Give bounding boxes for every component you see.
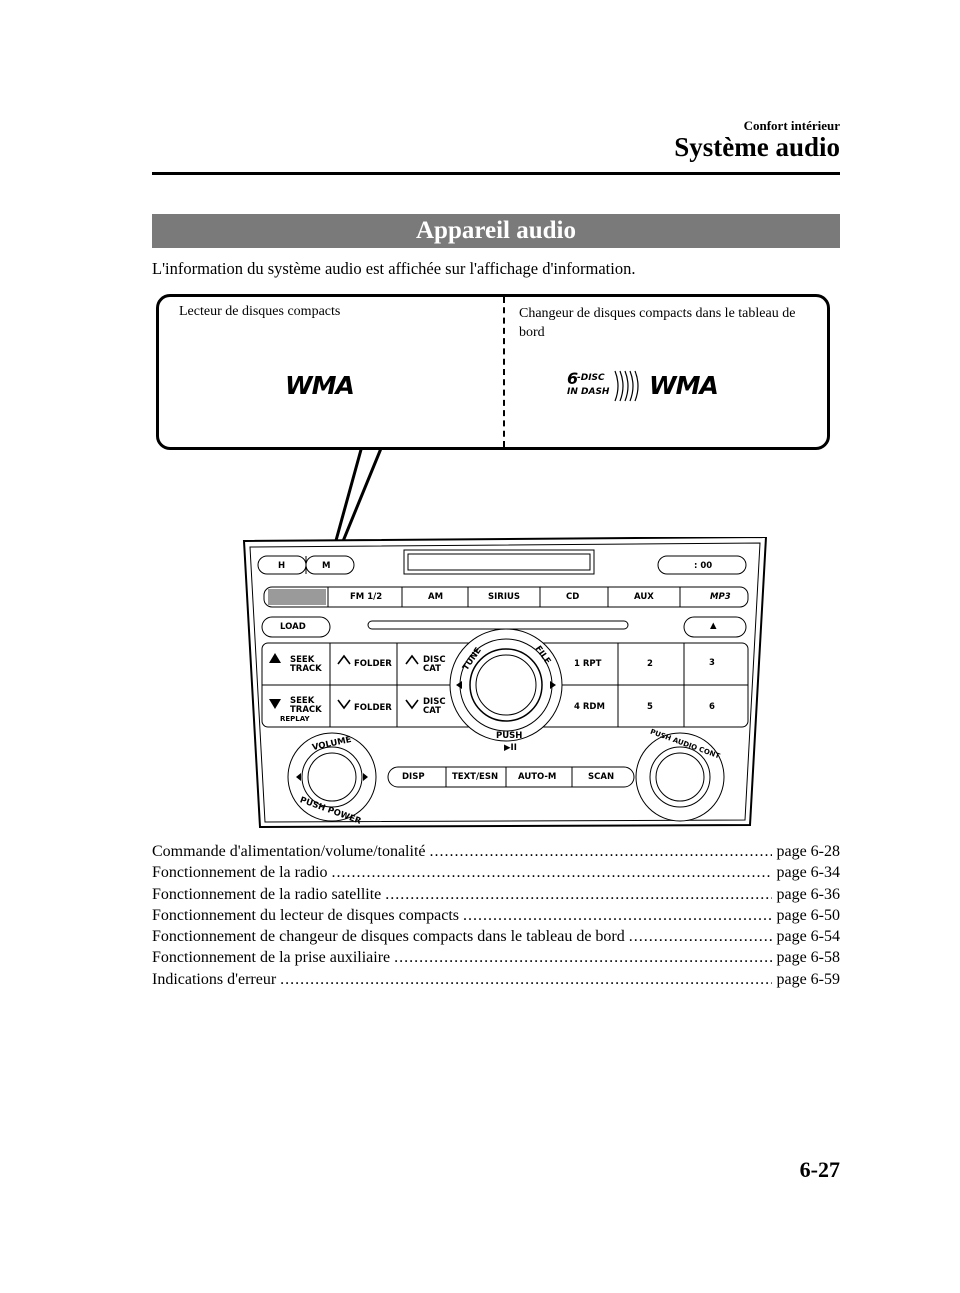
- list-item-page: page 6-50: [776, 906, 840, 924]
- disc-cat-down-button[interactable]: DISC CAT: [423, 697, 446, 716]
- push-label: PUSH: [496, 731, 523, 741]
- in-dash-text: IN DASH: [567, 387, 610, 397]
- replay-label: REPLAY: [280, 715, 310, 723]
- band-sirius-button[interactable]: SIRIUS: [488, 592, 521, 602]
- preset-1-button[interactable]: 1 RPT: [574, 659, 602, 669]
- disc-stack-icon: [614, 370, 639, 402]
- list-item-page: page 6-28: [776, 843, 840, 860]
- leader-dots: [394, 949, 772, 967]
- list-item-page: page 6-54: [776, 928, 840, 946]
- mp3-logo-icon: MP3: [710, 592, 731, 602]
- eject-button[interactable]: ▲: [710, 621, 717, 631]
- clock-hour-button[interactable]: H: [278, 561, 286, 571]
- list-item-label: Fonctionnement de la prise auxiliaire: [152, 949, 391, 967]
- chapter-subtitle: Confort intérieur: [743, 118, 840, 133]
- folder-down-button[interactable]: FOLDER: [354, 703, 392, 713]
- header-rule: [152, 172, 840, 175]
- list-item: Fonctionnement de la radio satellite pag…: [152, 886, 840, 907]
- preset-2-button[interactable]: 2: [647, 659, 653, 669]
- auto-m-button[interactable]: AUTO-M: [518, 772, 557, 782]
- list-item-page: page 6-34: [776, 864, 840, 882]
- audio-unit-drawing: [242, 537, 768, 829]
- list-item-label: Fonctionnement du lecteur de disques com…: [152, 906, 460, 924]
- list-item-page: page 6-58: [776, 949, 840, 967]
- list-item: Fonctionnement de la radio page 6-34: [152, 864, 840, 885]
- disc-count: 6: [567, 369, 579, 388]
- display-callout: Lecteur de disques compacts Changeur de …: [156, 294, 830, 450]
- play-pause-icon: ▶II: [504, 743, 517, 753]
- section-title: Appareil audio: [152, 214, 840, 248]
- leader-dots: [629, 928, 773, 946]
- preset-5-button[interactable]: 5: [647, 702, 653, 712]
- audio-control-knob[interactable]: [650, 747, 710, 807]
- chapter-title: Système audio: [674, 132, 840, 162]
- band-fm-button[interactable]: FM 1/2: [350, 592, 383, 602]
- list-item: Fonctionnement de changeur de disques co…: [152, 928, 840, 949]
- list-item-page: page 6-59: [776, 970, 840, 988]
- band-aux-button[interactable]: AUX: [634, 592, 654, 602]
- list-item-label: Fonctionnement de changeur de disques co…: [152, 928, 625, 946]
- scan-button[interactable]: SCAN: [588, 772, 615, 782]
- text-esn-button[interactable]: TEXT/ESN: [452, 772, 499, 782]
- list-item-label: Fonctionnement de la radio satellite: [152, 885, 382, 903]
- band-cd-button[interactable]: CD: [566, 592, 580, 602]
- preset-6-button[interactable]: 6: [709, 702, 715, 712]
- list-item: Fonctionnement du lecteur de disques com…: [152, 907, 840, 928]
- list-item: Fonctionnement de la prise auxiliaire pa…: [152, 949, 840, 970]
- list-item-page: page 6-36: [776, 885, 840, 903]
- seek-up-button[interactable]: SEEK TRACK: [290, 655, 322, 674]
- disc-cat-up-button[interactable]: DISC CAT: [423, 655, 446, 674]
- disp-button[interactable]: DISP: [402, 772, 425, 782]
- seek-down-button[interactable]: SEEK TRACK: [290, 696, 322, 715]
- page-number: 6-27: [799, 1157, 840, 1182]
- leader-dots: [332, 864, 773, 882]
- list-item: Indications d'erreur page 6-59: [152, 971, 840, 992]
- intro-text: L'information du système audio est affic…: [152, 259, 636, 278]
- preset-3-button[interactable]: 3: [709, 658, 715, 668]
- list-item: Commande d'alimentation/volume/tonalité …: [152, 843, 840, 864]
- tune-file-knob[interactable]: [470, 649, 542, 721]
- clock-minute-button[interactable]: M: [322, 561, 331, 571]
- leader-dots: [385, 886, 772, 904]
- leader-dots: [430, 843, 773, 861]
- callout-divider: [503, 297, 505, 447]
- clock-reset-button[interactable]: : 00: [694, 561, 713, 571]
- reference-list: Commande d'alimentation/volume/tonalité …: [152, 843, 840, 992]
- volume-knob[interactable]: [302, 747, 362, 807]
- preset-4-button[interactable]: 4 RDM: [574, 702, 605, 712]
- wma-logo-icon: WMA: [285, 371, 355, 400]
- list-item-label: Indications d'erreur: [152, 970, 277, 988]
- list-item-label: Commande d'alimentation/volume/tonalité: [152, 843, 426, 860]
- disc-text: -DISC: [577, 373, 605, 383]
- list-item-label: Fonctionnement de la radio: [152, 864, 328, 882]
- wma-logo-icon-changer: WMA: [649, 371, 719, 400]
- six-disc-logo-icon: 6 -DISC IN DASH: [567, 369, 643, 405]
- cd-changer-label: Changeur de disques compacts dans le tab…: [519, 306, 796, 340]
- folder-up-button[interactable]: FOLDER: [354, 659, 392, 669]
- audio-unit: H M : 00 FM 1/2 AM SIRIUS CD AUX MP3 LOA…: [242, 537, 768, 829]
- band-am-button[interactable]: AM: [428, 592, 444, 602]
- leader-dots: [280, 971, 772, 989]
- load-button[interactable]: LOAD: [280, 622, 306, 632]
- leader-dots: [463, 907, 772, 925]
- cd-player-label: Lecteur de disques compacts: [179, 304, 341, 319]
